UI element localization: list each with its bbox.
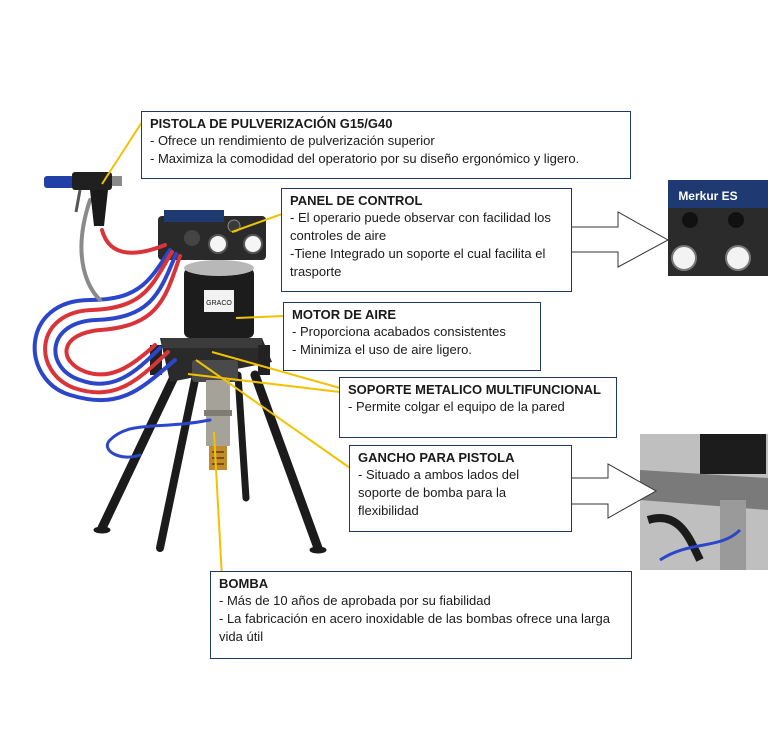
fluid-hoses bbox=[32, 198, 212, 459]
control-panel bbox=[158, 210, 266, 260]
callout-pistola-title: PISTOLA DE PULVERIZACIÓN G15/G40 bbox=[150, 116, 393, 131]
air-motor: GRACO bbox=[184, 260, 254, 338]
callout-bomba-line-1: - Más de 10 años de aprobada por su fiab… bbox=[219, 593, 491, 608]
spray-gun bbox=[44, 172, 122, 226]
callout-gancho-title: GANCHO PARA PISTOLA bbox=[358, 450, 515, 465]
callout-panel-line-2: -Tiene Integrado un soporte el cual faci… bbox=[290, 246, 546, 279]
metal-support-frame bbox=[150, 338, 272, 382]
callout-bomba-line-2: - La fabricación en acero inoxidable de … bbox=[219, 611, 610, 644]
callout-bomba: BOMBA - Más de 10 años de aprobada por s… bbox=[210, 571, 632, 659]
inset-photo-gun-hook bbox=[640, 434, 768, 570]
callout-panel: PANEL DE CONTROL - El operario puede obs… bbox=[281, 188, 572, 292]
callout-gancho-line-1: - Situado a ambos lados del soporte de b… bbox=[358, 467, 520, 518]
pump-cylinder bbox=[204, 380, 232, 470]
tripod-stand bbox=[93, 370, 327, 554]
callout-soporte-line-1: - Permite colgar el equipo de la pared bbox=[348, 399, 565, 414]
callout-motor-line-1: - Proporciona acabados consistentes bbox=[292, 324, 506, 339]
callout-pistola-line-2: - Maximiza la comodidad del operatorio p… bbox=[150, 151, 580, 166]
callout-motor: MOTOR DE AIRE - Proporciona acabados con… bbox=[283, 302, 541, 371]
callout-soporte-title: SOPORTE METALICO MULTIFUNCIONAL bbox=[348, 382, 601, 397]
callout-pistola-line-1: - Ofrece un rendimiento de pulverización… bbox=[150, 133, 435, 148]
graco-logo-text: GRACO bbox=[206, 300, 232, 307]
leader-lines bbox=[101, 121, 351, 579]
callout-bomba-title: BOMBA bbox=[219, 576, 269, 591]
callout-gancho: GANCHO PARA PISTOLA - Situado a ambos la… bbox=[349, 445, 572, 532]
callout-panel-line-1: - El operario puede observar con facilid… bbox=[290, 210, 551, 243]
inset-photo-control-panel: Merkur ES bbox=[668, 180, 768, 276]
callout-soporte: SOPORTE METALICO MULTIFUNCIONAL - Permit… bbox=[339, 377, 617, 438]
callout-motor-title: MOTOR DE AIRE bbox=[292, 307, 397, 322]
merkur-label: Merkur ES bbox=[678, 189, 737, 203]
callout-panel-title: PANEL DE CONTROL bbox=[290, 193, 423, 208]
arrow-to-panel-inset bbox=[559, 211, 670, 268]
callout-pistola: PISTOLA DE PULVERIZACIÓN G15/G40 - Ofrec… bbox=[141, 111, 631, 179]
callout-motor-line-2: - Minimiza el uso de aire ligero. bbox=[292, 342, 472, 357]
